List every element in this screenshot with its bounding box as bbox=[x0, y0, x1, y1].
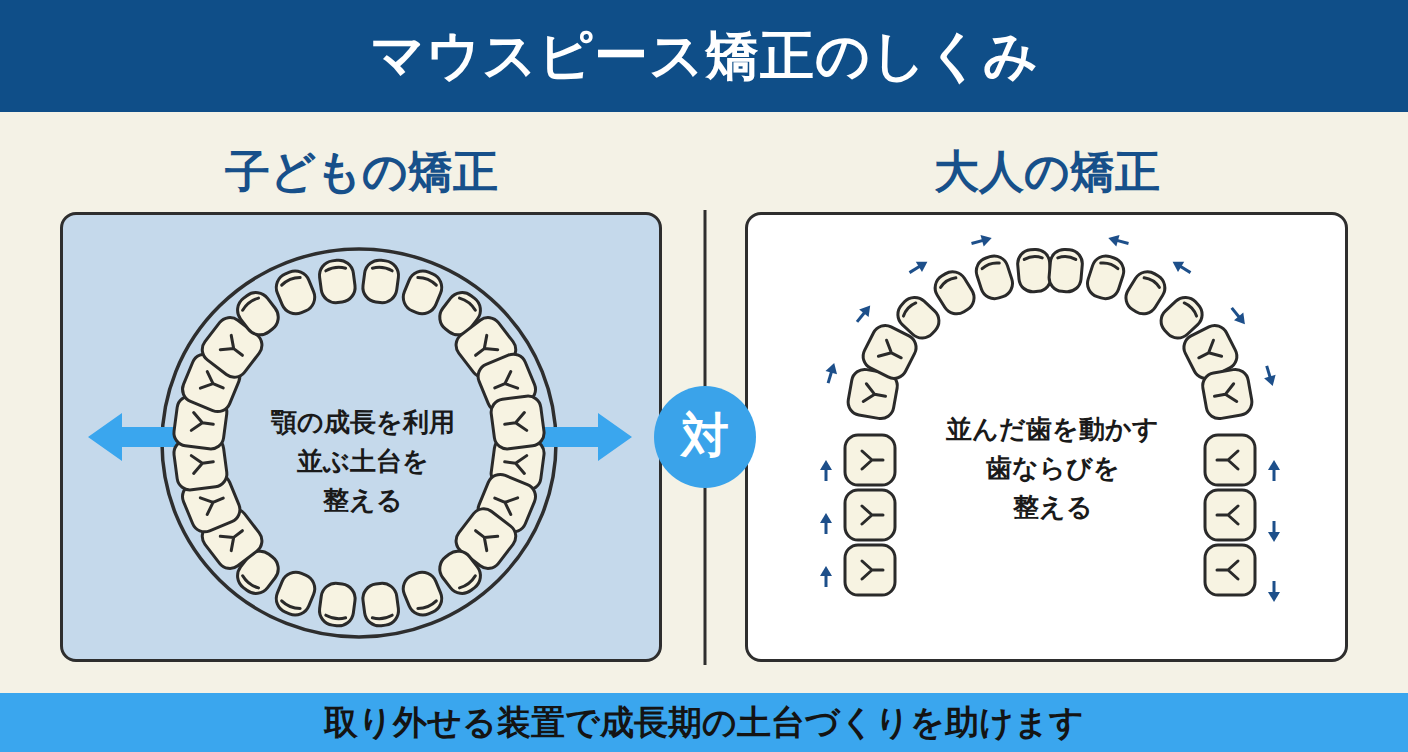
arrow-head bbox=[1268, 460, 1280, 470]
arrow-head bbox=[820, 460, 832, 470]
tooth bbox=[973, 252, 1016, 302]
caption-band: 取り外せる装置で成長期の土台づくりを助けます bbox=[0, 693, 1408, 752]
tooth bbox=[892, 292, 945, 344]
tooth bbox=[1121, 267, 1170, 320]
molar bbox=[1205, 435, 1255, 485]
child-teeth bbox=[172, 258, 545, 627]
movement-arrows bbox=[820, 235, 1280, 602]
molar bbox=[1205, 490, 1255, 540]
arrow-head bbox=[826, 363, 838, 374]
circle-fill bbox=[654, 386, 756, 488]
tooth bbox=[318, 258, 357, 304]
caption: 取り外せる装置で成長期の土台づくりを助けます bbox=[324, 700, 1084, 746]
panel-text: 並んだ歯を動かす 歯ならびを 整える bbox=[944, 410, 1162, 527]
tooth bbox=[1048, 248, 1084, 293]
arrow-head bbox=[820, 513, 832, 523]
molar bbox=[490, 394, 546, 450]
tooth bbox=[1017, 248, 1053, 293]
arrow-head bbox=[916, 262, 928, 272]
tooth bbox=[361, 582, 400, 628]
title: マウスピース矯正のしくみ bbox=[370, 20, 1039, 93]
panel-heading: 大人の矯正 bbox=[748, 141, 1345, 202]
expand-arrow bbox=[540, 413, 632, 461]
arrow-head bbox=[1234, 313, 1245, 325]
arrow-head bbox=[859, 306, 870, 318]
tooth bbox=[399, 266, 446, 318]
arrow-head bbox=[1108, 235, 1119, 247]
molar bbox=[1201, 367, 1254, 420]
expand-arrow bbox=[88, 413, 180, 461]
title-band: マウスピース矯正のしくみ bbox=[0, 0, 1408, 112]
arrow-head bbox=[820, 566, 832, 576]
jaw-outline bbox=[162, 249, 556, 637]
versus-circle: 対 bbox=[653, 385, 757, 489]
versus-label: 対 bbox=[681, 404, 729, 468]
arrow-head bbox=[1268, 592, 1280, 602]
tooth bbox=[1084, 252, 1127, 302]
molar bbox=[845, 435, 895, 485]
adult-teeth bbox=[845, 248, 1255, 595]
tooth bbox=[272, 266, 319, 318]
divider-line bbox=[704, 210, 707, 665]
molar bbox=[845, 490, 895, 540]
tooth bbox=[930, 267, 979, 320]
panel-heading: 子どもの矯正 bbox=[63, 141, 659, 202]
panel-text: 顎の成長を利用 並ぶ土台を 整える bbox=[267, 403, 459, 520]
arrow-head bbox=[1268, 532, 1280, 542]
arrow-head bbox=[1264, 375, 1276, 386]
tooth bbox=[232, 287, 285, 341]
tooth bbox=[361, 258, 400, 304]
tooth bbox=[318, 582, 357, 628]
tooth bbox=[272, 568, 319, 620]
arrow-head bbox=[1173, 262, 1185, 272]
arrow-head bbox=[981, 235, 992, 247]
molar bbox=[1205, 545, 1255, 595]
molar bbox=[845, 545, 895, 595]
tooth bbox=[434, 545, 487, 599]
tooth bbox=[399, 568, 446, 620]
